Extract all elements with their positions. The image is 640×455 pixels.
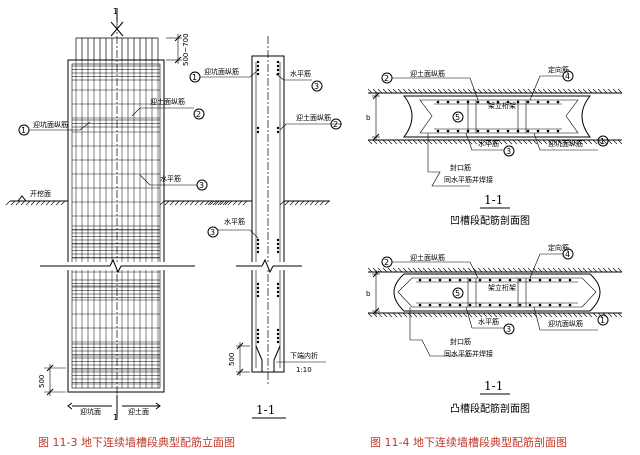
convex-horizontal: 水平筋 (478, 317, 499, 326)
convex-b: b (366, 290, 371, 298)
marker-3-sec-side: 3 (210, 228, 215, 237)
convex-seal-note: 同水平筋并焊接 (444, 349, 493, 358)
marker-3-concave: 3 (506, 147, 511, 156)
marker-1-convex: 1 (600, 316, 605, 325)
caption-right: 图 11-4 地下连续墙槽段典型配筋剖面图 (370, 435, 567, 449)
concave-pit-bars: 迎坑面纵筋 (548, 139, 583, 148)
marker-2-sec: 2 (333, 120, 338, 129)
pit-face-bars-label: 迎坑面纵筋 (33, 120, 68, 129)
concave-truss: 架立桁架 (488, 101, 516, 110)
sec-horizontal-top: 水平筋 (290, 69, 311, 78)
convex-truss: 架立桁架 (488, 283, 516, 292)
convex-pit-bars: 迎坑面纵筋 (548, 319, 583, 328)
marker-1-sec: 1 (192, 73, 197, 82)
horizontal-bars-label: 水平筋 (160, 174, 181, 183)
marker-5-convex: 5 (455, 289, 460, 298)
pit-face-label: 迎坑面 (80, 407, 101, 416)
concave-seal: 封口筋 (450, 163, 471, 172)
marker-1-elev: 1 (21, 126, 26, 135)
elevation-view: 1 500~700 500 1 (5, 7, 232, 422)
marker-1-concave: 1 (600, 137, 605, 146)
sec-horizontal-side: 水平筋 (224, 217, 245, 226)
marker-4-convex: 4 (565, 250, 570, 259)
convex-section: b 2 迎土面纵筋 定向筋 4 架立桁架 5 水平筋 3 迎坑面纵筋 1 封口筋… (366, 243, 623, 415)
caption-left: 图 11-3 地下连续墙槽段典型配筋立面图 (38, 435, 235, 449)
marker-4-concave: 4 (565, 72, 570, 81)
dim-bottom: 500 (38, 375, 46, 388)
concave-positioning: 定向筋 (548, 65, 569, 74)
section-mark-bottom: 1 (113, 413, 118, 422)
convex-section-mark: 1-1 (484, 379, 503, 393)
sec-dim: 500 (228, 353, 236, 366)
bend-ratio-label: 1:10 (296, 366, 312, 374)
marker-2-convex: 2 (384, 258, 389, 267)
concave-title: 凹槽段配筋剖面图 (450, 214, 530, 227)
concave-section-mark: 1-1 (484, 193, 503, 207)
marker-2-elev: 2 (196, 110, 201, 119)
sec-soil-face-bars: 迎土面纵筋 (296, 113, 331, 122)
marker-5-concave: 5 (455, 113, 460, 122)
marker-3-elev: 3 (199, 181, 204, 190)
concave-soil-bars: 迎土面纵筋 (410, 69, 445, 78)
section-title-left: 1-1 (256, 403, 275, 417)
soil-face-label: 迎土面 (128, 407, 149, 416)
concave-horizontal: 水平筋 (478, 139, 499, 148)
concave-section: b 2 迎土面纵筋 定向筋 4 架立桁架 5 水平筋 3 迎坑面纵筋 1 封口筋… (366, 65, 623, 227)
soil-face-bars-label: 迎土面纵筋 (150, 97, 185, 106)
concave-b: b (366, 114, 371, 122)
concave-seal-note: 同水平筋并焊接 (444, 175, 493, 184)
convex-positioning: 定向筋 (548, 243, 569, 252)
marker-2-concave: 2 (384, 74, 389, 83)
convex-seal: 封口筋 (450, 337, 471, 346)
convex-title: 凸槽段配筋剖面图 (450, 402, 530, 415)
bottom-bend-label: 下端内折 (290, 351, 318, 360)
dim-top: 500~700 (182, 33, 190, 66)
excavation-face-label: 开挖面 (30, 189, 51, 198)
marker-3-convex: 3 (506, 325, 511, 334)
section-view-1-1: 迎坑面纵筋 1 水平筋 3 迎土面纵筋 2 水平筋 3 500 下端内折 1:1… (189, 36, 342, 419)
sec-pit-face-bars: 迎坑面纵筋 (204, 67, 239, 76)
section-mark-top: 1 (113, 7, 118, 16)
convex-soil-bars: 迎土面纵筋 (410, 253, 445, 262)
marker-3-sec-top: 3 (314, 82, 319, 91)
